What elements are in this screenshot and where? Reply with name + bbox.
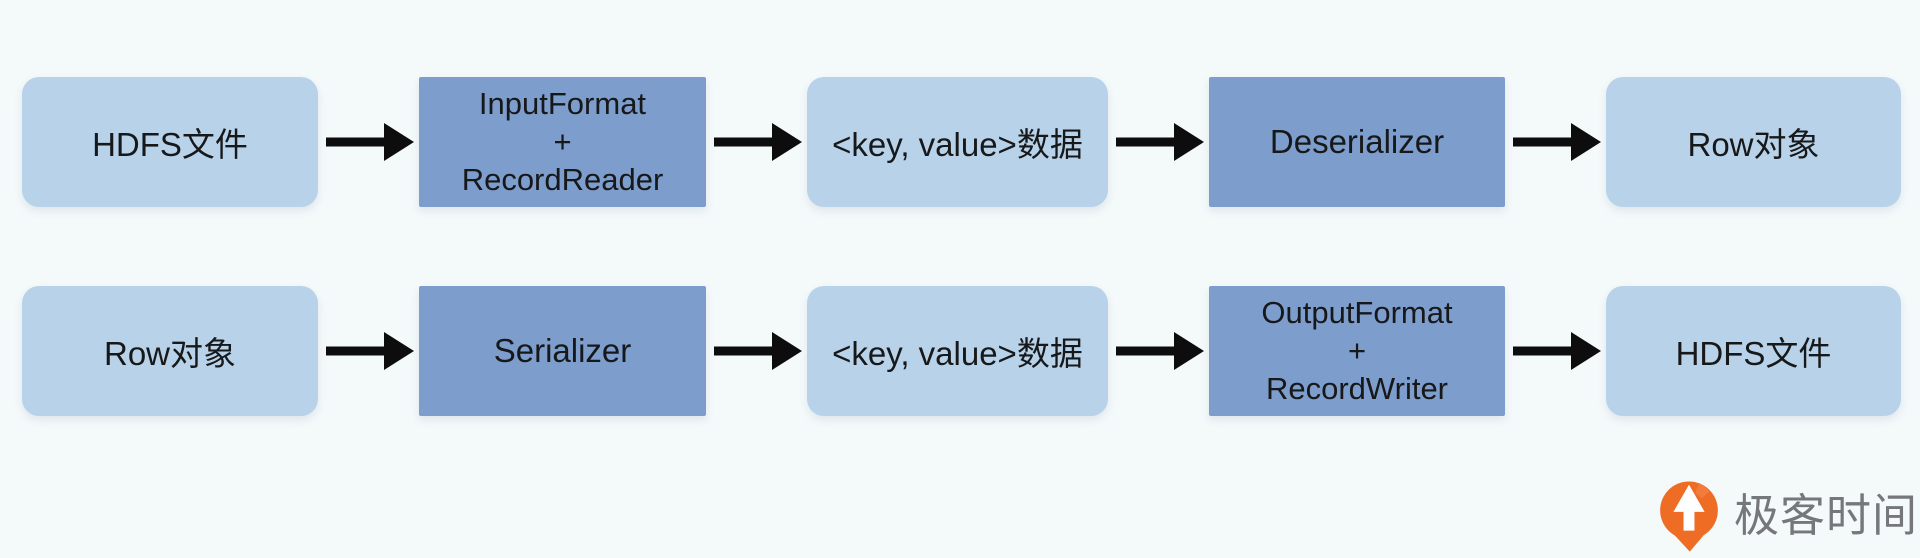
node-row-object: Row对象 bbox=[1606, 77, 1901, 207]
flow-arrow-right-icon bbox=[711, 77, 802, 207]
node-deserializer: Deserializer bbox=[1209, 77, 1505, 207]
node-key-value-data: <key, value>数据 bbox=[807, 77, 1108, 207]
geektime-logo-icon bbox=[1660, 481, 1718, 552]
node-hdfs-file: HDFS文件 bbox=[1606, 286, 1901, 416]
node-inputformat-recordreader: InputFormat + RecordReader bbox=[419, 77, 706, 207]
flow-row-read-path: HDFS文件 InputFormat + RecordReader <key, … bbox=[22, 77, 1901, 207]
node-key-value-data: <key, value>数据 bbox=[807, 286, 1108, 416]
flow-arrow-right-icon bbox=[323, 77, 414, 207]
flow-arrow-right-icon bbox=[1510, 77, 1601, 207]
flow-row-write-path: Row对象 Serializer <key, value>数据 OutputFo… bbox=[22, 286, 1901, 416]
node-outputformat-recordwriter: OutputFormat + RecordWriter bbox=[1209, 286, 1505, 416]
flow-arrow-right-icon bbox=[1113, 77, 1204, 207]
flow-arrow-right-icon bbox=[323, 286, 414, 416]
geektime-logo-text: 极客时间 bbox=[1733, 489, 1918, 541]
flow-arrow-right-icon bbox=[711, 286, 802, 416]
geektime-logo: 极客时间 bbox=[1650, 476, 1918, 554]
node-serializer: Serializer bbox=[419, 286, 706, 416]
flow-arrow-right-icon bbox=[1113, 286, 1204, 416]
node-row-object: Row对象 bbox=[22, 286, 318, 416]
flow-arrow-right-icon bbox=[1510, 286, 1601, 416]
node-hdfs-file: HDFS文件 bbox=[22, 77, 318, 207]
